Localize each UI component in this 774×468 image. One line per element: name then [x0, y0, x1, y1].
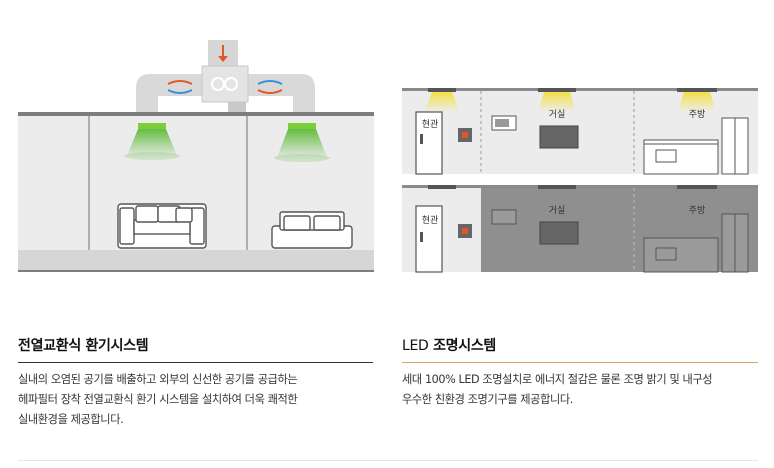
room-label-kitchen: 주방 [689, 109, 706, 120]
lighting-title: LED 조명시스템 [402, 335, 496, 355]
door-icon [415, 111, 443, 175]
lighting-description: 세대 100% LED 조명설치로 에너지 절감은 물론 조명 밝기 및 내구성… [402, 370, 713, 410]
room-label-entrance: 현관 [422, 119, 439, 130]
lighting-title-suffix: 조명시스템 [428, 338, 497, 354]
description-line: 헤파필터 장착 전열교환식 환기 시스템을 설치하여 더욱 쾌적한 [18, 393, 298, 406]
ventilation-divider [18, 362, 373, 363]
room-label-living: 거실 [549, 109, 566, 120]
microwave-icon [491, 209, 517, 225]
sofa-icon [117, 203, 207, 249]
lighting-illustration: 현관 거실 주방 현관 거실 주방 [402, 88, 758, 273]
room-label-kitchen: 주방 [689, 205, 706, 216]
refrigerator-icon [721, 213, 749, 273]
sofa-icon [271, 211, 353, 249]
description-line: 실내의 오염된 공기를 배출하고 외부의 신선한 공기를 공급하는 [18, 373, 298, 386]
refrigerator-icon [721, 117, 749, 175]
tv-icon [539, 125, 579, 149]
ventilation-title: 전열교환식 환기시스템 [18, 338, 149, 354]
ventilation-description: 실내의 오염된 공기를 배출하고 외부의 신선한 공기를 공급하는 헤파필터 장… [18, 370, 298, 430]
tv-icon [539, 221, 579, 245]
lighting-title-prefix: LED [402, 338, 429, 354]
arrow-down-icon [218, 45, 228, 62]
description-line: 실내환경을 제공합니다. [18, 413, 124, 426]
description-line: 세대 100% LED 조명설치로 에너지 절감은 물론 조명 밝기 및 내구성 [402, 373, 713, 386]
airflow-arrows-icon [167, 80, 283, 94]
kitchen-counter-icon [643, 139, 719, 175]
door-icon [415, 205, 443, 273]
fan-icon [211, 77, 238, 91]
room-label-living: 거실 [549, 205, 566, 216]
microwave-icon [491, 115, 517, 131]
bottom-divider [18, 460, 758, 461]
description-line: 우수한 친환경 조명기구를 제공합니다. [402, 393, 573, 406]
ventilation-illustration [18, 40, 374, 272]
lighting-divider [402, 362, 758, 363]
kitchen-counter-icon [643, 237, 719, 273]
room-label-entrance: 현관 [422, 215, 439, 226]
